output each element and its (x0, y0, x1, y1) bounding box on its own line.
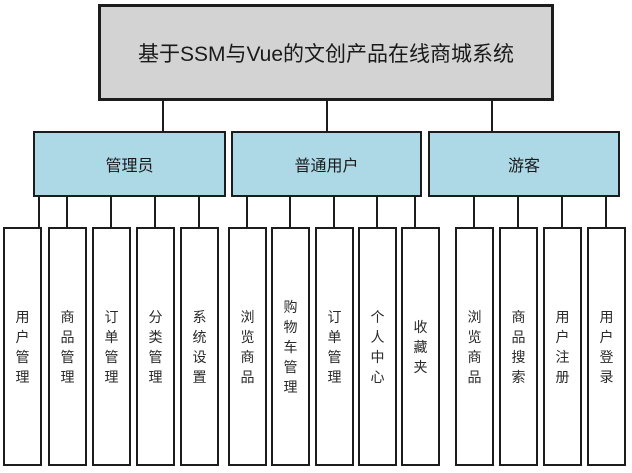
title-box: 基于SSM与Vue的文创产品在线商城系统 (98, 4, 554, 101)
feature-label: 商品管理 (60, 308, 75, 385)
group-box-user: 普通用户 (231, 131, 422, 197)
feature-label: 用户管理 (15, 308, 30, 385)
feature-label: 分类管理 (148, 308, 163, 385)
feature-label: 订单管理 (327, 308, 342, 385)
feature-label: 购物车管理 (283, 298, 298, 395)
feature-box-order-management-admin: 订单管理 (92, 227, 131, 466)
feature-box-system-settings: 系统设置 (180, 227, 219, 466)
feature-label: 订单管理 (104, 308, 119, 385)
feature-box-user-login: 用户登录 (587, 227, 626, 466)
feature-box-favorites: 收藏夹 (401, 227, 440, 466)
diagram-title: 基于SSM与Vue的文创产品在线商城系统 (137, 42, 515, 66)
connector-line (66, 195, 68, 228)
connector-title-guest (491, 99, 493, 132)
connector-line (289, 195, 291, 228)
connector-line (605, 195, 607, 228)
feature-box-user-management: 用户管理 (3, 227, 42, 466)
feature-box-user-register: 用户注册 (543, 227, 582, 466)
feature-label: 系统设置 (192, 308, 207, 385)
feature-label: 用户注册 (555, 308, 570, 385)
connector-line (154, 195, 156, 228)
feature-box-product-management: 商品管理 (48, 227, 87, 466)
feature-label: 浏览商品 (240, 308, 255, 385)
connector-title-user (326, 99, 328, 132)
feature-box-order-management-user: 订单管理 (315, 227, 354, 466)
connector-line (333, 195, 335, 228)
connector-line (376, 195, 378, 228)
connector-line (246, 195, 248, 228)
feature-box-product-search: 商品搜索 (499, 227, 538, 466)
connector-line (198, 195, 200, 228)
feature-label: 用户登录 (599, 308, 614, 385)
connector-line (473, 195, 475, 228)
group-label-admin: 管理员 (105, 158, 154, 175)
connector-line (110, 195, 112, 228)
feature-label: 商品搜索 (511, 308, 526, 385)
group-box-guest: 游客 (428, 131, 620, 197)
connector-line (561, 195, 563, 228)
group-box-admin: 管理员 (33, 131, 226, 197)
group-label-user: 普通用户 (294, 158, 359, 175)
group-label-guest: 游客 (507, 158, 540, 175)
feature-box-category-management: 分类管理 (136, 227, 175, 466)
connector-line (517, 195, 519, 228)
feature-box-cart-management: 购物车管理 (271, 227, 310, 466)
feature-label: 浏览商品 (467, 308, 482, 385)
feature-box-browse-products-user: 浏览商品 (228, 227, 267, 466)
connector-line (38, 195, 40, 228)
feature-box-browse-products-guest: 浏览商品 (455, 227, 494, 466)
feature-label: 个人中心 (370, 308, 385, 385)
feature-box-personal-center: 个人中心 (358, 227, 397, 466)
feature-label: 收藏夹 (413, 318, 428, 375)
connector-line (414, 195, 416, 228)
connector-title-admin (162, 99, 164, 132)
